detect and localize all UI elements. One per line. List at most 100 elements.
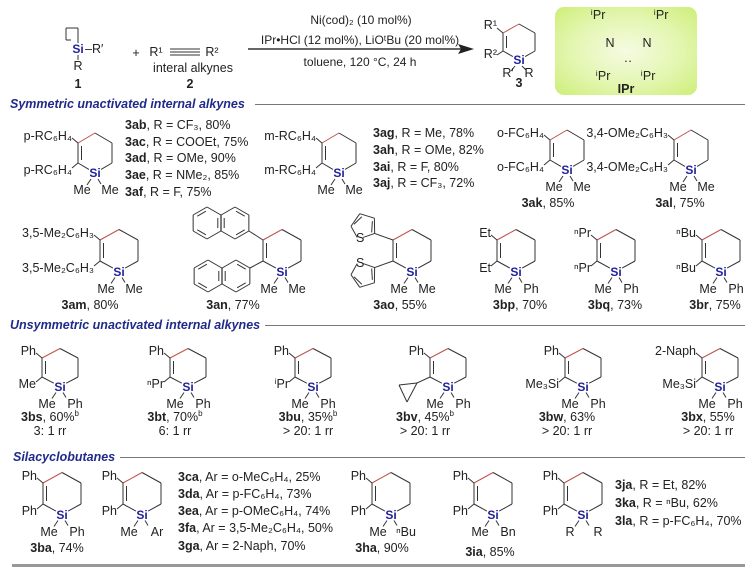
naphthalene-ring — [235, 283, 251, 293]
compound-list-item: 3ag, R = Me, 78% — [373, 127, 474, 140]
silicon-atom: Si — [513, 53, 525, 67]
naphthalene-ring — [197, 210, 207, 217]
si-substituent-right: Ph — [455, 396, 471, 411]
ring-bond — [141, 472, 162, 484]
bond — [695, 352, 703, 359]
substituent-r1: Ph — [543, 343, 559, 358]
ring-bond — [390, 472, 411, 484]
bond — [393, 520, 398, 526]
bond — [484, 520, 490, 527]
compound-label: 3an, 77% — [206, 299, 260, 312]
ring-bond — [492, 472, 513, 484]
new-cc-bond — [42, 472, 63, 484]
compound-number: 3ak — [521, 195, 543, 210]
compound-list-item: 3ac, R = COOEt, 75% — [125, 136, 248, 149]
ring-bond — [725, 376, 739, 384]
silicon-atom: Si — [714, 379, 726, 394]
naphthalene-ring — [198, 282, 208, 289]
silicon-atom: Si — [487, 507, 499, 522]
ring-bond — [262, 260, 277, 269]
compound-yield: , 73% — [610, 297, 643, 312]
new-cc-bond — [473, 472, 494, 484]
bond — [341, 178, 346, 185]
naphthalene-ring — [206, 230, 222, 240]
naphthalene-ring — [198, 263, 208, 270]
compound-label: 3bv, 45%b — [396, 409, 454, 424]
ring-bond — [596, 260, 611, 269]
substituent-r2: R² — [205, 44, 219, 59]
compound-yield: , R = ⁿBu, 62% — [635, 495, 718, 510]
compound-list-item: 3la, R = p-FC₆H₄, 70% — [615, 515, 742, 528]
naphthalene-ring — [197, 229, 207, 236]
ring-bond — [496, 260, 511, 269]
compound-yield: , 85% — [542, 195, 575, 210]
substituent-r2: m-RC₆H₄ — [264, 162, 316, 177]
regioisomer-ratio: > 20: 1 rr — [399, 423, 451, 438]
ring-bond — [312, 348, 332, 359]
regioisomer-ratio: 6: 1 rr — [158, 423, 192, 438]
bond — [521, 65, 527, 71]
bond — [288, 352, 296, 359]
compound-yield: , R = F, 75% — [143, 184, 212, 199]
bond — [163, 352, 171, 359]
bond — [558, 376, 566, 383]
bond — [557, 503, 565, 510]
compound-yield: , R = CF₃, 80% — [146, 117, 231, 132]
silicon-atom: Si — [89, 166, 101, 180]
compound-number: 3ba — [30, 540, 52, 555]
bond — [179, 392, 185, 399]
compound-yield: , Ar = p-FC₆H₄, 73% — [199, 486, 312, 501]
regioisomer-ratio: > 20: 1 rr — [541, 423, 593, 438]
compound-list-item: 3fa, Ar = 3,5-Me₂C₆H₄, 50% — [178, 522, 333, 535]
bond — [365, 503, 373, 510]
substituent-r1: Ph — [20, 343, 36, 358]
compound-label: 3br, 75% — [689, 299, 740, 312]
bond — [133, 520, 139, 527]
ring-bond — [59, 348, 79, 359]
si-substituent-right: Ph — [195, 396, 211, 411]
si-substituent-right: Ph — [727, 396, 743, 411]
section-divider — [120, 457, 745, 459]
compound-number: 3bv — [396, 409, 418, 424]
bond — [558, 352, 566, 359]
compound-list-item: 3ah, R = OMe, 82% — [373, 144, 484, 157]
ring-bond — [588, 503, 603, 512]
cyclopropane-bond — [398, 384, 408, 403]
regioisomer-ratio: > 20: 1 rr — [282, 423, 334, 438]
new-cc-bond — [701, 229, 722, 241]
thiophene-bond — [350, 213, 361, 227]
substituent-r2: Ph — [21, 503, 37, 518]
section-divider — [265, 325, 745, 327]
bond — [315, 137, 323, 144]
footnote-marker: b — [198, 408, 203, 418]
substituent-r2: Ph — [542, 503, 558, 518]
ring-bond — [566, 129, 585, 141]
substituent-r2: ⁱPr — [274, 376, 289, 391]
ring-bond — [318, 376, 332, 384]
substituent-r1: 3,4-OMe₂C₆H₃ — [586, 125, 668, 140]
bond — [110, 277, 116, 284]
silicon-atom: Si — [385, 507, 397, 522]
new-cc-bond — [429, 348, 449, 359]
compound-yield: , R = CF₃, 72% — [390, 175, 475, 190]
bond — [495, 520, 500, 526]
ring-bond — [41, 376, 55, 384]
bond — [304, 392, 310, 399]
new-cc-bond — [122, 472, 143, 484]
ring-bond — [187, 348, 207, 359]
compound-label: 3ba, 74% — [30, 542, 84, 555]
bond — [496, 27, 504, 34]
si-substituent-left: Me — [369, 524, 387, 539]
ring-bond — [371, 503, 386, 512]
compound-number: 3br — [689, 297, 709, 312]
naphthalene-ring — [235, 210, 245, 217]
si-substituent-right: Ph — [67, 396, 83, 411]
bond — [450, 392, 455, 398]
bond — [71, 162, 79, 169]
substituent-r1: Ph — [452, 468, 468, 483]
ring-bond — [67, 503, 82, 512]
compound-label: 3ao, 55% — [373, 299, 427, 312]
new-cc-bond — [549, 129, 568, 141]
substituent-r-prime: –R′ — [85, 41, 104, 56]
silicon-atom: Si — [182, 379, 194, 394]
